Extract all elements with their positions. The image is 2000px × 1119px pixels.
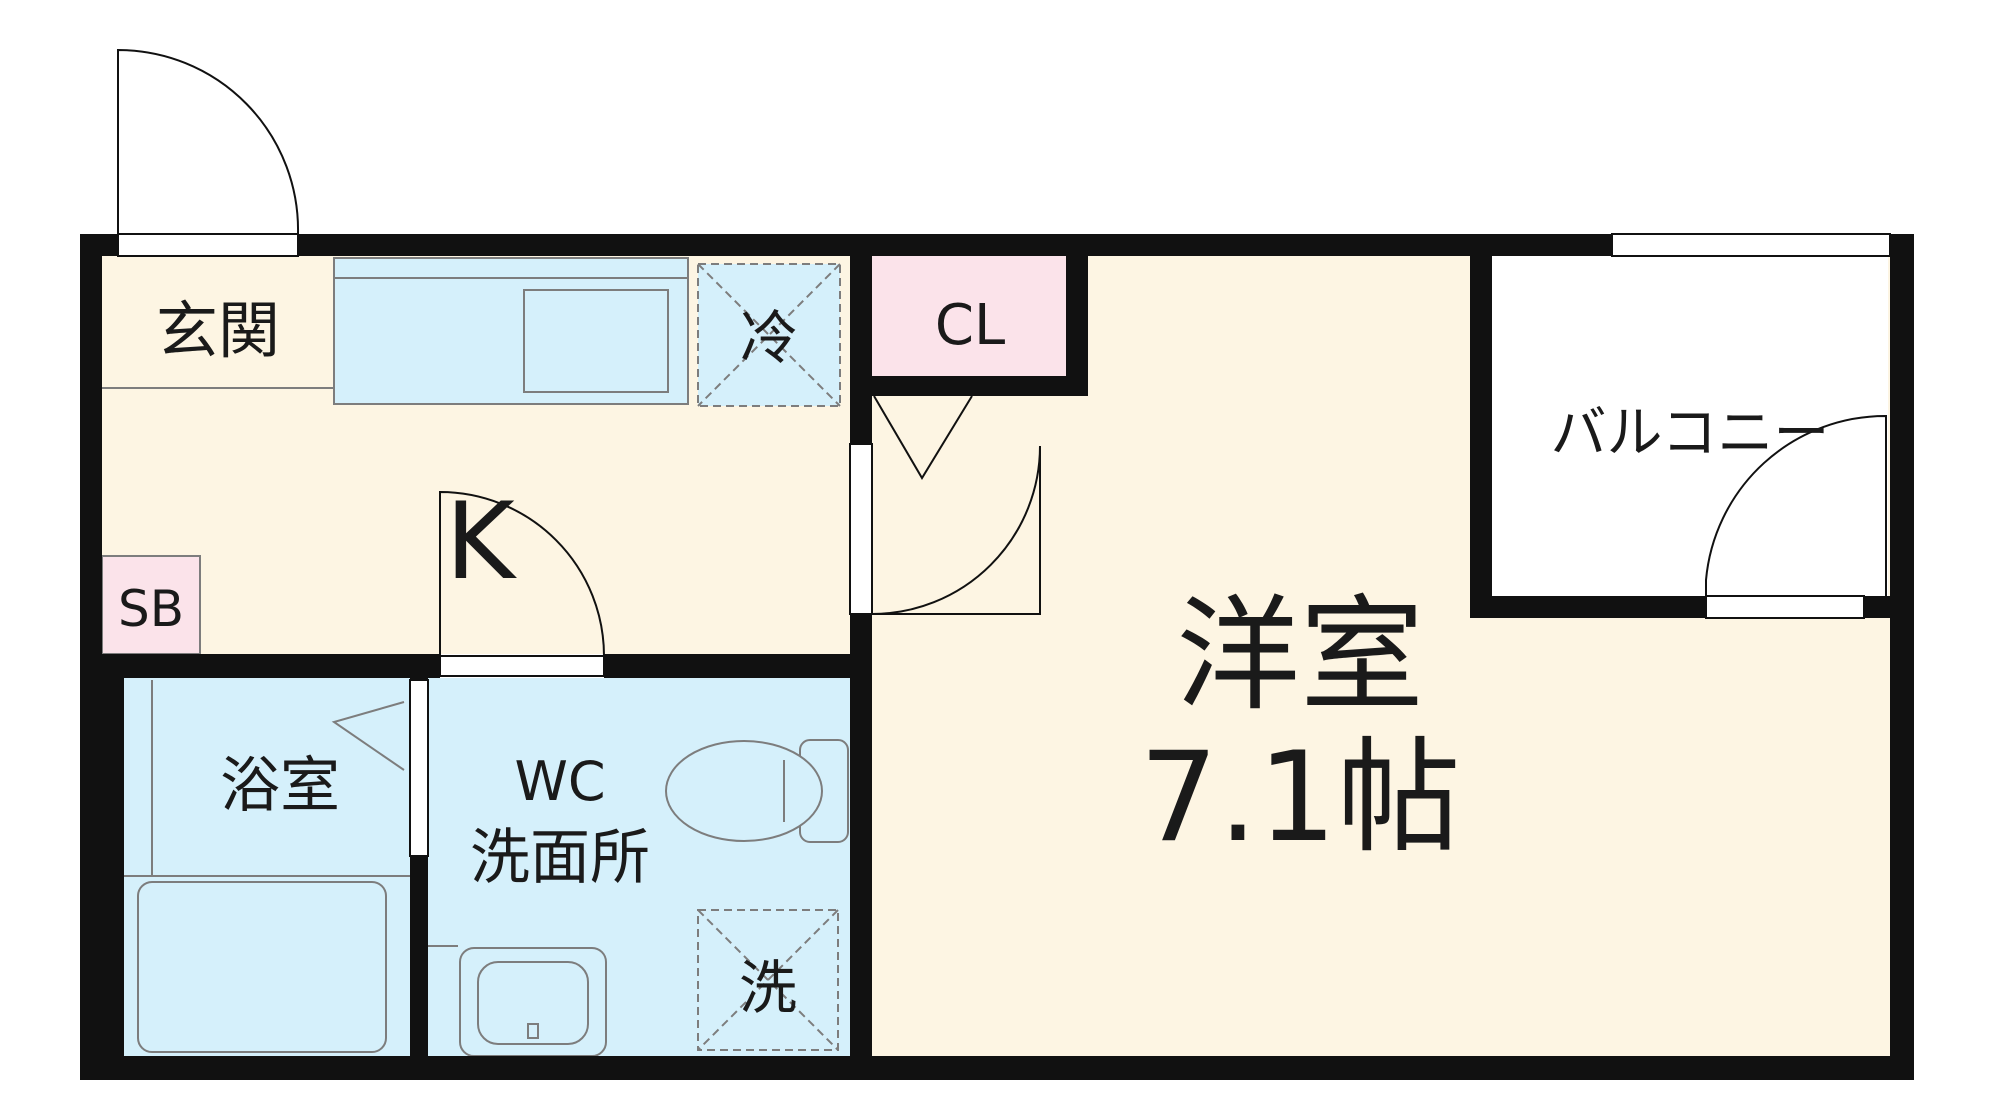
room-door-swing	[871, 445, 1041, 615]
fridge-label: 冷	[740, 304, 798, 372]
balcony-door-threshold	[1705, 595, 1865, 619]
genkan-label: 玄関	[156, 294, 280, 367]
kitchen-door-swing	[439, 490, 605, 657]
washer-label: 洗	[739, 954, 797, 1022]
wc-label: WC	[514, 750, 605, 813]
genkan-floor	[102, 256, 334, 388]
wall-left	[80, 234, 102, 1080]
washbasin	[459, 947, 607, 1057]
entrance-threshold	[117, 233, 299, 257]
toilet-bowl	[665, 740, 823, 842]
closet-label: CL	[935, 293, 1005, 358]
entrance-door-swing	[117, 48, 300, 235]
fridge-cross-b	[697, 263, 841, 407]
balcony-window	[1611, 233, 1891, 257]
wall-kitchen-bottom-left	[102, 654, 440, 678]
bath-door-hinge-icon	[331, 701, 405, 771]
western-room-label: 洋室	[1176, 584, 1424, 728]
washbasin-bowl	[477, 961, 589, 1045]
washer-cross-b	[697, 909, 839, 1051]
bath-door-jamb	[409, 679, 429, 857]
washbasin-faucet	[527, 1023, 539, 1039]
western-room-size-label: 7.1帖	[1139, 726, 1460, 870]
wall-closet-side	[1066, 256, 1088, 394]
wall-balcony-left	[1470, 256, 1492, 596]
kitchen-door-threshold	[439, 655, 605, 677]
room-door-jamb	[849, 443, 873, 615]
washroom-label: 洗面所	[470, 823, 650, 893]
bath-label: 浴室	[220, 751, 340, 821]
shoe-box-area	[101, 555, 201, 655]
sink-basin	[523, 289, 669, 393]
shoe-box-label: SB	[118, 580, 184, 638]
wall-bath-left	[102, 654, 124, 1056]
wall-right	[1890, 234, 1914, 1080]
wall-kitchen-room-lower	[850, 614, 872, 1056]
bathtub	[137, 881, 387, 1053]
wall-bottom	[80, 1056, 1914, 1080]
balcony-door-swing	[1705, 414, 1887, 596]
wall-top-middle	[298, 234, 1612, 256]
kitchen-label: K	[445, 480, 517, 603]
wall-kitchen-bottom-right	[604, 654, 872, 678]
wall-closet-bottom	[872, 376, 1088, 396]
kitchen-counter	[333, 257, 689, 405]
closet-door-hinge-icon	[873, 395, 973, 480]
balcony-label: バルコニー	[1551, 401, 1830, 466]
fridge-cross-a	[697, 263, 841, 407]
closet-floor	[872, 256, 1066, 376]
wall-kitchen-room-upper	[850, 256, 872, 444]
balcony-floor	[1492, 256, 1888, 596]
door-swings	[117, 48, 1887, 657]
